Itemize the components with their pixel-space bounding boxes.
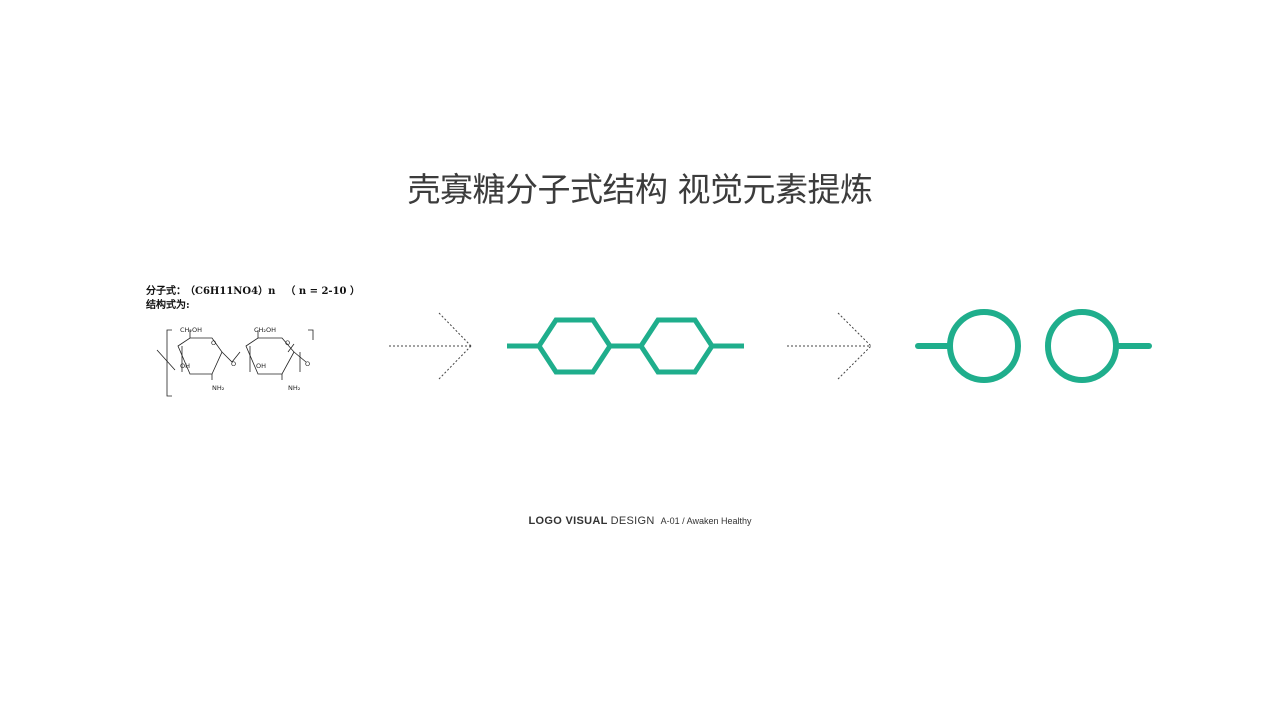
- o-label-ring-1: O: [211, 339, 216, 347]
- o-label-link: O: [231, 360, 236, 368]
- o-label-ring-2: O: [285, 339, 290, 347]
- structure-label: 结构式为:: [146, 300, 190, 311]
- footer-subtitle: A-01 / Awaken Healthy: [660, 516, 752, 526]
- o-label-end: O: [305, 360, 310, 368]
- oh-label-2: OH: [256, 362, 266, 370]
- molecular-formula: 分子式： （C6H11NO4）n （ n = 2-10 ） 结构式为:: [146, 285, 360, 313]
- nh2-label-2: NH₂: [288, 384, 301, 392]
- formula-label: 分子式：: [146, 286, 186, 297]
- page-title: 壳寡糖分子式结构 视觉元素提炼: [407, 170, 874, 209]
- ch2oh-label-2: CH₂OH: [254, 326, 276, 334]
- ch2oh-label-1: CH₂OH: [180, 326, 202, 334]
- circle-chain-icon: [915, 309, 1152, 383]
- footer-brand: LOGO VISUAL: [528, 515, 608, 527]
- footer-design: DESIGN: [610, 515, 655, 527]
- hexagon-chain-icon: [507, 317, 744, 375]
- chemical-structure-icon: [156, 329, 314, 397]
- formula-value: （C6H11NO4）n: [190, 286, 276, 297]
- dashed-arrow-icon: [389, 312, 472, 380]
- formula-n-condition: （ n = 2-10 ）: [285, 286, 360, 297]
- oh-label-1: OH: [180, 362, 190, 370]
- nh2-label-1: NH₂: [212, 384, 225, 392]
- dashed-arrow-icon: [787, 312, 872, 380]
